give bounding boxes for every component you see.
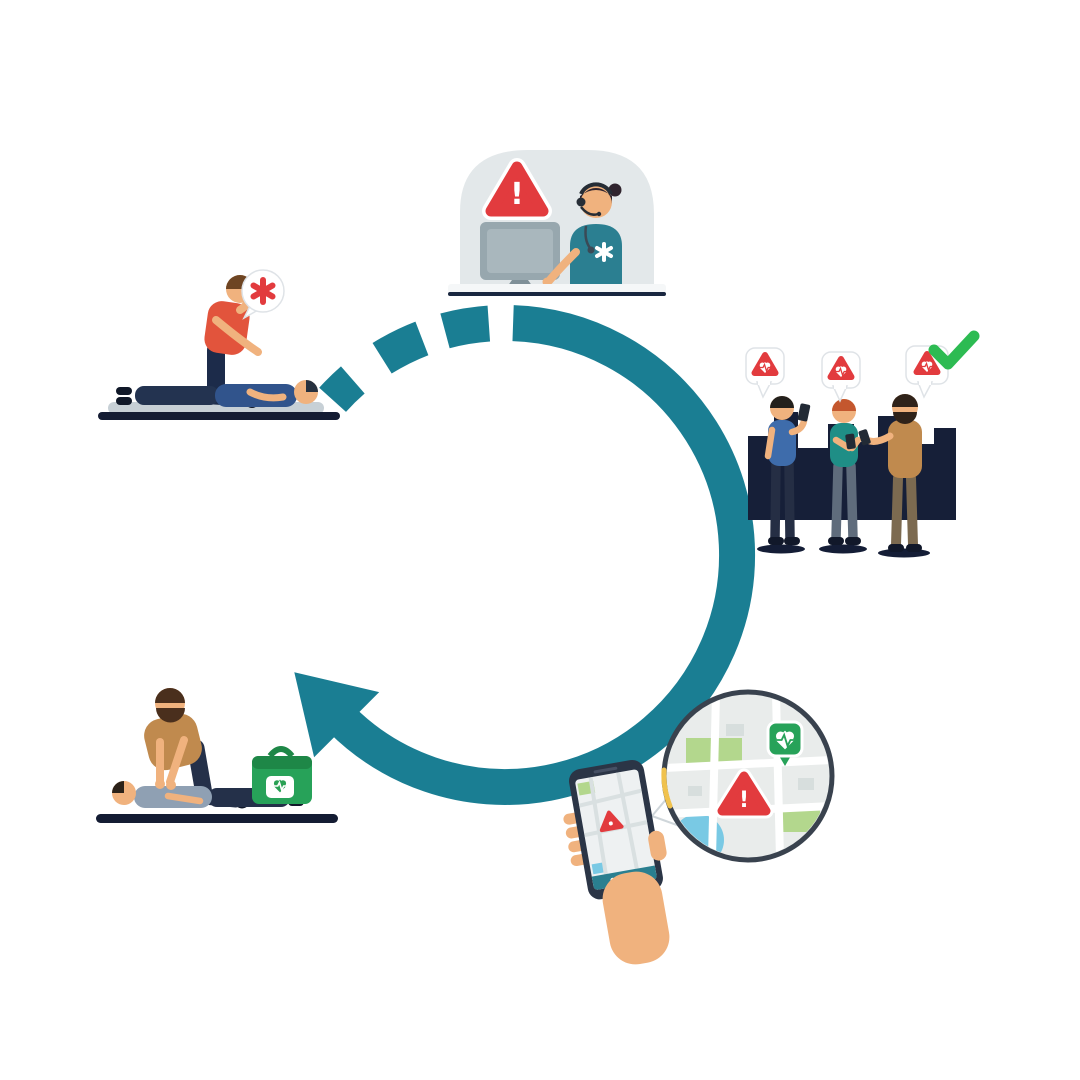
exclamation-text: ! [510, 177, 524, 212]
responder-1-figure [764, 396, 811, 545]
stethoscope-chestpiece [587, 246, 595, 254]
victim-pants [135, 386, 219, 405]
responder-3-beard [893, 412, 917, 424]
scene-call-emergency [98, 269, 340, 420]
cpr-compression-arms [155, 736, 188, 790]
aed-kit [252, 746, 312, 804]
phone-map-pin [599, 810, 624, 833]
victim-figure [116, 380, 318, 407]
aed-location-icon [766, 720, 804, 766]
victim-arm [246, 388, 287, 402]
hand-holding-phone [563, 759, 670, 965]
scene-cpr-aed [96, 688, 338, 823]
scene-dispatch-center: ! [448, 150, 666, 296]
warning-triangle-icon: ! [482, 158, 552, 220]
victim-hair [306, 380, 318, 392]
smartphone-1 [797, 403, 811, 422]
cycle-arrow-arc [328, 305, 755, 805]
cycle-arrow-dash-3 [440, 305, 491, 349]
stethoscope [584, 225, 592, 249]
arm [602, 871, 670, 965]
alert-bubble-1 [745, 347, 785, 399]
cycle-arrow [294, 305, 755, 805]
caller-arm-forward [212, 316, 262, 356]
cycle-arrow-dash-1 [319, 366, 365, 413]
scene-responders-alerted [745, 330, 980, 558]
victim-shoe [116, 397, 132, 405]
shadow [757, 544, 805, 554]
cpr-responder-hair [155, 688, 185, 703]
responder-3-hair [892, 394, 918, 407]
medical-star-icon [595, 242, 613, 262]
desk [448, 284, 666, 293]
alert-bubble-3 [905, 330, 980, 399]
computer-monitor [480, 222, 560, 287]
shadow [878, 548, 930, 558]
scene-map-callout: ! [563, 689, 835, 965]
dispatcher-headset [576, 182, 613, 217]
exclamation-text: ! [739, 788, 749, 813]
dispatcher-arm [545, 248, 580, 285]
victim-shoe [116, 387, 132, 395]
smartphone-2 [845, 433, 856, 450]
medical-asterisk-icon [250, 277, 276, 305]
dispatcher-head [580, 186, 612, 218]
cycle-arrow-dash-2 [372, 321, 429, 374]
cycle-arrowhead [294, 672, 380, 758]
magnifier-circle: ! [661, 689, 835, 863]
glass-glint [661, 767, 673, 809]
checkmark-icon [928, 330, 980, 370]
shadow [819, 544, 867, 554]
aed-handle [267, 746, 295, 758]
responder-1-hair [770, 396, 794, 408]
cpr-responder-beard [156, 708, 185, 723]
cpr-victim-arm [164, 792, 204, 805]
desk-edge [448, 292, 666, 296]
ground-line [96, 814, 338, 823]
aed-lid [252, 756, 312, 769]
smartphone-3 [858, 429, 871, 446]
alert-bubble-2 [821, 351, 861, 403]
warning-pin-icon: ! [714, 768, 774, 819]
responder-2-hair [832, 399, 856, 411]
ground-line [98, 412, 340, 420]
responder-3-figure [858, 394, 922, 552]
speech-bubble-call [241, 269, 285, 320]
speaker-slot [593, 766, 618, 774]
responder-3-torso [888, 420, 922, 478]
responder-2-figure [828, 399, 862, 545]
thumb [648, 830, 667, 861]
cpr-victim-hair [112, 781, 124, 793]
